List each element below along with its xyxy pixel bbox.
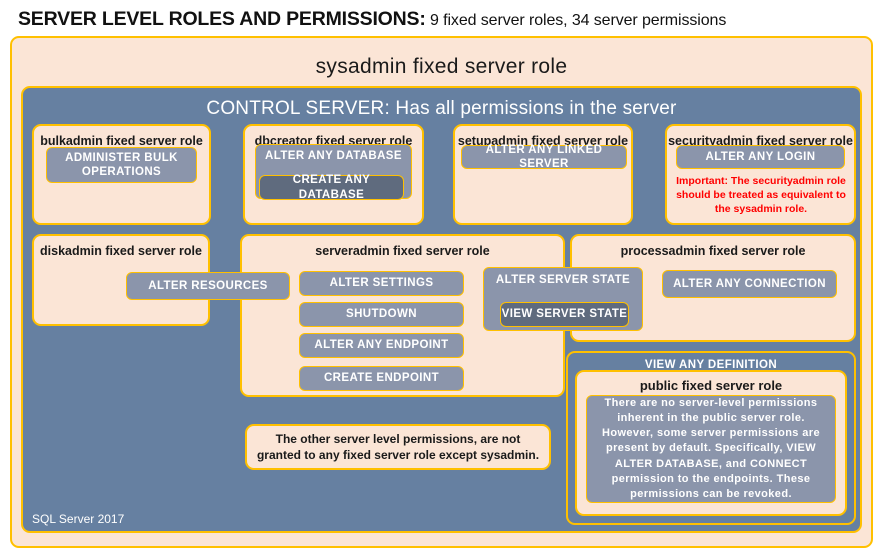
permission-chip-alter-any-linked-server: ALTER ANY LINKED SERVER xyxy=(461,144,627,170)
sysadmin-role-label: sysadmin fixed server role xyxy=(315,55,568,78)
role-box-setupadmin: setupadmin fixed server role xyxy=(453,124,633,225)
permission-chip-alter-any-connection: ALTER ANY CONNECTION xyxy=(662,270,837,298)
public-role-note-text: There are no server-level permissions in… xyxy=(601,396,820,500)
permission-chip-alter-settings: ALTER SETTINGS xyxy=(299,271,464,296)
permission-chip-alter-any-login: ALTER ANY LOGIN xyxy=(676,145,845,169)
role-label-setupadmin: setupadmin fixed server role xyxy=(457,134,629,148)
permission-chip-administer-bulk-operations: ADMINISTER BULK OPERATIONS xyxy=(46,147,197,183)
permission-chip-alter-any-endpoint: ALTER ANY ENDPOINT xyxy=(299,333,464,358)
role-box-securityadmin: securityadmin fixed server role xyxy=(665,124,856,225)
other-permissions-note-box: The other server level permissions, are … xyxy=(245,424,551,470)
permission-chip-view-server-state: VIEW SERVER STATE xyxy=(500,302,629,327)
footer-product-label: SQL Server 2017 xyxy=(32,512,125,526)
page-title-strong: SERVER LEVEL ROLES AND PERMISSIONS: xyxy=(18,8,426,30)
other-permissions-note-text: The other server level permissions, are … xyxy=(256,431,540,462)
role-label-securityadmin: securityadmin fixed server role xyxy=(668,134,853,148)
role-label-serveradmin: serveradmin fixed server role xyxy=(315,244,490,258)
permission-chip-shutdown: SHUTDOWN xyxy=(299,302,464,327)
role-label-public: public fixed server role xyxy=(639,378,783,393)
permission-chip-create-endpoint: CREATE ENDPOINT xyxy=(299,366,464,391)
public-role-note-box: There are no server-level permissions in… xyxy=(586,395,836,503)
permission-label-view-any-definition: VIEW ANY DEFINITION xyxy=(644,359,778,371)
control-server-label: CONTROL SERVER: Has all permissions in t… xyxy=(206,98,677,119)
role-label-diskadmin: diskadmin fixed server role xyxy=(40,244,202,258)
permission-chip-create-any-database: CREATE ANY DATABASE xyxy=(259,174,404,201)
page-title: SERVER LEVEL ROLES AND PERMISSIONS: 9 fi… xyxy=(18,8,868,34)
permission-chip-alter-resources: ALTER RESOURCES xyxy=(126,272,290,300)
role-label-bulkadmin: bulkadmin fixed server role xyxy=(40,134,203,148)
page-title-subtitle: 9 fixed server roles, 34 server permissi… xyxy=(425,12,727,29)
securityadmin-warning-note: Important: The securityadmin role should… xyxy=(676,175,846,216)
role-label-processadmin: processadmin fixed server role xyxy=(620,244,806,258)
